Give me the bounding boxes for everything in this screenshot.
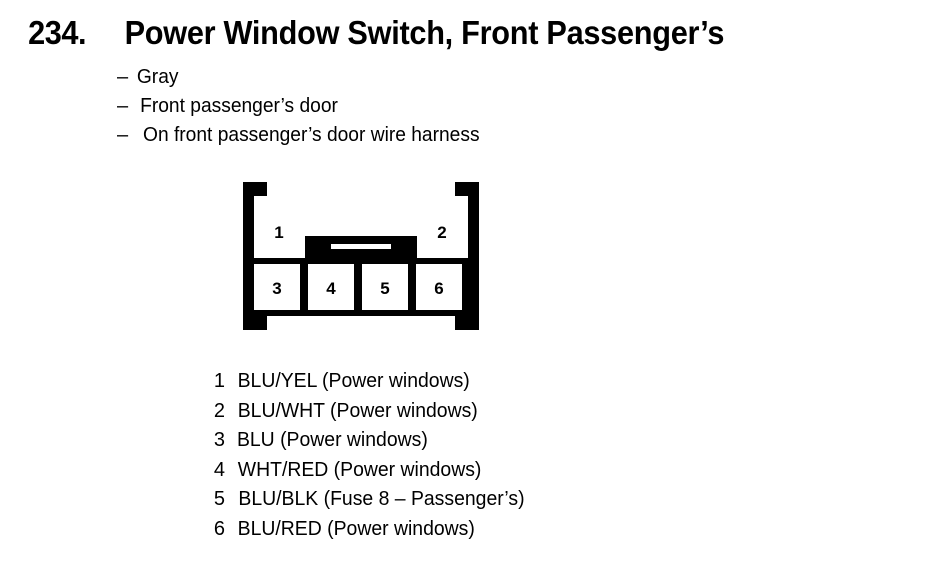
pin-label: BLU/BLK (Fuse 8 – Passenger’s)	[238, 488, 525, 510]
pin-label: WHT/RED (Power windows)	[237, 458, 482, 481]
attribute-item: – Front passenger’s door	[117, 95, 487, 124]
cavity-6	[416, 264, 462, 310]
pin-row: 6 BLU/RED (Power windows)	[205, 518, 529, 548]
dash-marker: –	[117, 124, 129, 146]
pin-label: BLU/RED (Power windows)	[237, 517, 475, 540]
cavity-number-6: 6	[434, 279, 443, 298]
cavity-4	[308, 264, 354, 310]
pin-number: 2	[213, 399, 225, 422]
title-number: 234.	[28, 14, 87, 51]
attribute-item: – On front passenger’s door wire harness	[117, 124, 487, 153]
dash-marker: –	[117, 95, 129, 117]
pin-row: 5 BLU/BLK (Fuse 8 – Passenger’s)	[205, 488, 529, 518]
cavity-number-5: 5	[380, 279, 389, 298]
attribute-text: Gray	[136, 66, 179, 88]
locking-tab	[326, 236, 396, 258]
pin-row: 3 BLU (Power windows)	[205, 429, 529, 459]
attribute-list: – Gray – Front passenger’s door – On fro…	[117, 66, 487, 153]
pin-number: 4	[213, 458, 225, 481]
cavity-number-2: 2	[437, 223, 446, 242]
cavity-number-1: 1	[274, 223, 283, 242]
pin-number: 3	[213, 429, 225, 451]
locking-tab-slot	[331, 244, 391, 249]
cavity-number-4: 4	[326, 279, 336, 298]
attribute-text: Front passenger’s door	[140, 95, 338, 117]
attribute-item: – Gray	[117, 66, 487, 95]
page-title: 234. Power Window Switch, Front Passenge…	[26, 14, 747, 52]
cavity-2	[417, 196, 468, 258]
cavity-3	[254, 264, 300, 310]
pin-number: 6	[213, 517, 225, 540]
pin-assignment-list: 1 BLU/YEL (Power windows) 2 BLU/WHT (Pow…	[205, 370, 529, 547]
attribute-text: On front passenger’s door wire harness	[143, 124, 480, 146]
pin-row: 1 BLU/YEL (Power windows)	[205, 370, 529, 400]
pin-label: BLU (Power windows)	[236, 429, 428, 451]
pin-row: 4 WHT/RED (Power windows)	[205, 459, 529, 489]
pin-number: 1	[213, 370, 225, 392]
title-text: Power Window Switch, Front Passenger’s	[124, 14, 725, 51]
cavity-number-3: 3	[272, 279, 281, 298]
pin-label: BLU/YEL (Power windows)	[237, 370, 470, 392]
dash-marker: –	[117, 66, 129, 88]
pin-label: BLU/WHT (Power windows)	[237, 399, 478, 422]
cavity-1	[254, 196, 305, 258]
connector-diagram: 1 2 3 4 5 6	[243, 182, 479, 338]
pin-row: 2 BLU/WHT (Power windows)	[205, 400, 529, 430]
upper-middle-opening	[305, 196, 417, 236]
upper-recess	[305, 182, 417, 196]
cavity-5	[362, 264, 408, 310]
pin-number: 5	[213, 488, 225, 510]
